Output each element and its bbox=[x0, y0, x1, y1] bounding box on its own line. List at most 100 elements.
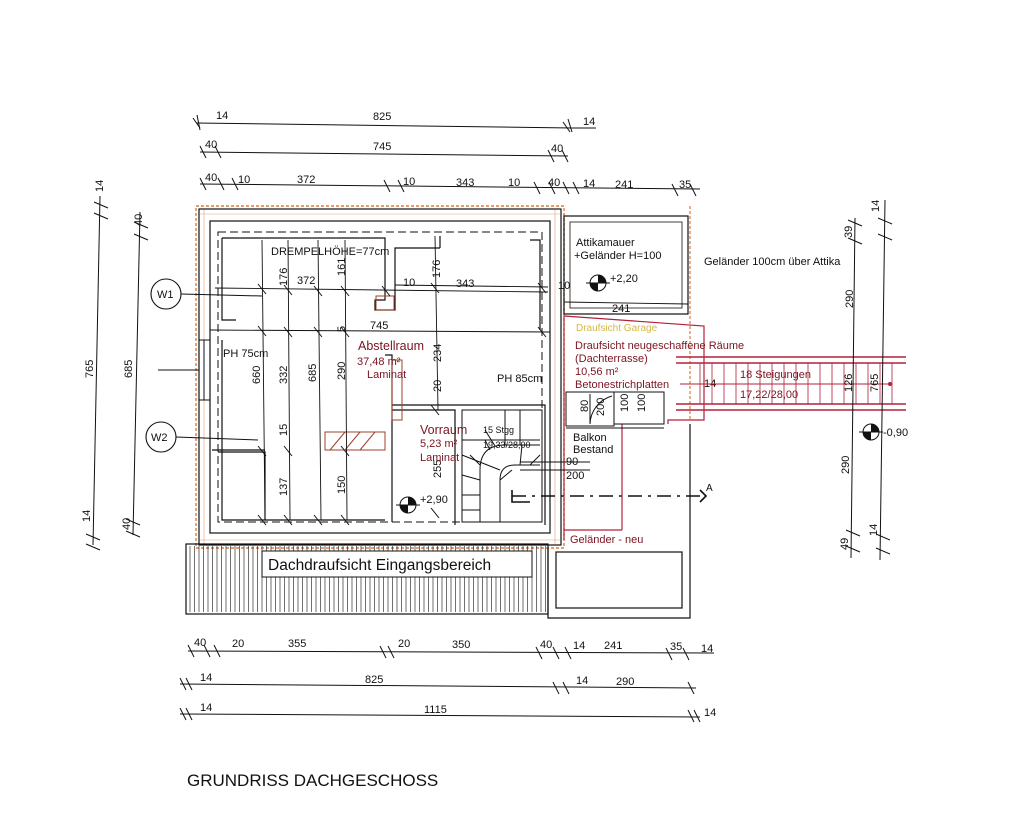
level-attika-label: +2,20 bbox=[610, 273, 638, 285]
dim-top3-a: 40 bbox=[205, 172, 217, 184]
dim-top1-c: 14 bbox=[583, 116, 595, 128]
dim-bot2-d: 290 bbox=[616, 676, 634, 688]
dim-bot1-g: 14 bbox=[573, 640, 585, 652]
dim-bot1-d: 20 bbox=[398, 638, 410, 650]
abstellraum-area: 37,48 m² bbox=[357, 356, 401, 368]
dim-left-b: 40 bbox=[133, 214, 145, 226]
dim-inner-685: 685 bbox=[307, 364, 319, 382]
dimension-chain-bottom-2 bbox=[179, 677, 697, 695]
ph85-label: PH 85cm bbox=[497, 373, 542, 385]
dim-left-c: 765 bbox=[84, 360, 96, 378]
dim-top3-g: 40 bbox=[548, 177, 560, 189]
dimension-chain-bottom-3 bbox=[179, 707, 701, 723]
section-a-label: A bbox=[706, 483, 713, 494]
drempel-line bbox=[217, 231, 543, 523]
dim-inner-332: 332 bbox=[278, 366, 290, 384]
dim-inner-100b: 100 bbox=[636, 394, 648, 412]
dim-bot1-c: 355 bbox=[288, 638, 306, 650]
level-marker-inside bbox=[396, 496, 420, 514]
stair-out-steps: 18 Steigungen bbox=[740, 369, 811, 381]
dim-bot3-a: 14 bbox=[200, 702, 212, 714]
dim-inner-100a: 100 bbox=[619, 394, 631, 412]
stair-inner-ratio: 19,33/28,00 bbox=[483, 440, 531, 450]
dim-inner-176a: 176 bbox=[278, 268, 290, 286]
dim-top3-e: 343 bbox=[456, 177, 474, 189]
gelaender-neu-label: Geländer - neu bbox=[570, 534, 643, 546]
entrance-label: Dachdraufsicht Eingangsbereich bbox=[268, 557, 491, 574]
dim-inner-745: 745 bbox=[370, 320, 388, 332]
entrance-label-bg bbox=[261, 550, 533, 578]
entrance-roof bbox=[185, 543, 549, 615]
dim-left-e: 14 bbox=[81, 510, 93, 522]
level-marker-outside bbox=[859, 423, 883, 441]
left-wall-windows bbox=[158, 339, 211, 401]
dim-right-h: 49 bbox=[839, 538, 851, 550]
dim-inner-150: 150 bbox=[336, 476, 348, 494]
abstellraum-floor: Laminat bbox=[367, 369, 406, 381]
dim-bot1-a: 40 bbox=[194, 637, 206, 649]
dim-top3-c: 372 bbox=[297, 174, 315, 186]
interior-dim-lines bbox=[209, 235, 551, 521]
interior-staircase bbox=[461, 409, 543, 523]
dim-bot2-b: 825 bbox=[365, 674, 383, 686]
external-stair-end bbox=[888, 382, 892, 386]
balkon-label-2: Bestand bbox=[573, 444, 613, 456]
attika-block bbox=[563, 215, 689, 315]
abstellraum-name: Abstellraum bbox=[358, 339, 424, 353]
dim-right-e: 765 bbox=[869, 374, 881, 392]
dimension-chain-right bbox=[845, 199, 893, 561]
dim-bot1-f: 40 bbox=[540, 639, 552, 651]
terrasse-label-4: Betonestrichplatten bbox=[575, 379, 669, 391]
dim-right-g: 14 bbox=[868, 524, 880, 536]
dim-top2-c: 40 bbox=[551, 143, 563, 155]
dim-left-a: 14 bbox=[94, 180, 106, 192]
dim-inner-372: 372 bbox=[297, 275, 315, 287]
dim-bot3-c: 14 bbox=[704, 707, 716, 719]
dim-top3-f: 10 bbox=[508, 177, 520, 189]
dim-bot1-b: 20 bbox=[232, 638, 244, 650]
window-w2-marker bbox=[145, 421, 259, 453]
dim-inner-20: 20 bbox=[432, 380, 444, 392]
dimension-chain-top-2 bbox=[199, 145, 569, 163]
ph75-label: PH 75cm bbox=[223, 348, 268, 360]
dimension-chain-left bbox=[85, 195, 149, 551]
window-w1-marker bbox=[150, 278, 263, 310]
dim-top3-j: 35 bbox=[679, 179, 691, 191]
draufsicht-garage-label: Draufsicht Garage bbox=[576, 323, 658, 334]
dim-inner-80: 80 bbox=[579, 400, 591, 412]
dim-top2-b: 745 bbox=[373, 141, 391, 153]
dim-top1-b: 825 bbox=[373, 111, 391, 123]
terrasse-label-1: Draufsicht neugeschaffene Räume bbox=[575, 340, 744, 352]
terrasse-label-3: 10,56 m² bbox=[575, 366, 619, 378]
terrace-door bbox=[565, 391, 665, 429]
gelaender-attika-label: Geländer 100cm über Attika bbox=[704, 256, 841, 268]
dim-right-b: 14 bbox=[870, 200, 882, 212]
dim-top3-b: 10 bbox=[238, 174, 250, 186]
dim-top3-i: 241 bbox=[615, 179, 633, 191]
dim-left-f: 40 bbox=[121, 518, 133, 530]
attika-label-1: Attikamauer bbox=[576, 237, 635, 249]
dim-inner-176b: 176 bbox=[431, 260, 443, 278]
dim-inner-10a: 10 bbox=[403, 277, 415, 289]
dim-inner-200a: 200 bbox=[595, 398, 607, 416]
vorraum-floor: Laminat bbox=[420, 452, 459, 464]
dim-top2-a: 40 bbox=[205, 139, 217, 151]
dim-inner-660: 660 bbox=[251, 366, 263, 384]
section-line-a bbox=[511, 489, 708, 503]
drempel-label: DREMPELHÖHE=77cm bbox=[271, 246, 389, 258]
dim-inner-343: 343 bbox=[456, 278, 474, 290]
dim-inner-200b: 200 bbox=[566, 470, 584, 482]
level-marker-attika bbox=[586, 274, 610, 292]
dim-bot2-a: 14 bbox=[200, 672, 212, 684]
terrace-outline bbox=[563, 315, 705, 540]
dim-bot3-b: 1115 bbox=[424, 704, 447, 716]
lower-annex bbox=[547, 424, 691, 619]
dimension-chain-top-3 bbox=[199, 177, 701, 197]
dim-inner-290: 290 bbox=[336, 362, 348, 380]
vorraum-name: Vorraum bbox=[420, 423, 467, 437]
hatched-blocks bbox=[324, 295, 403, 451]
dim-right-c: 290 bbox=[844, 290, 856, 308]
vorraum-area: 5,23 m² bbox=[420, 438, 458, 450]
dim-bot1-j: 14 bbox=[701, 643, 713, 655]
dim-inner-15: 15 bbox=[278, 424, 290, 436]
